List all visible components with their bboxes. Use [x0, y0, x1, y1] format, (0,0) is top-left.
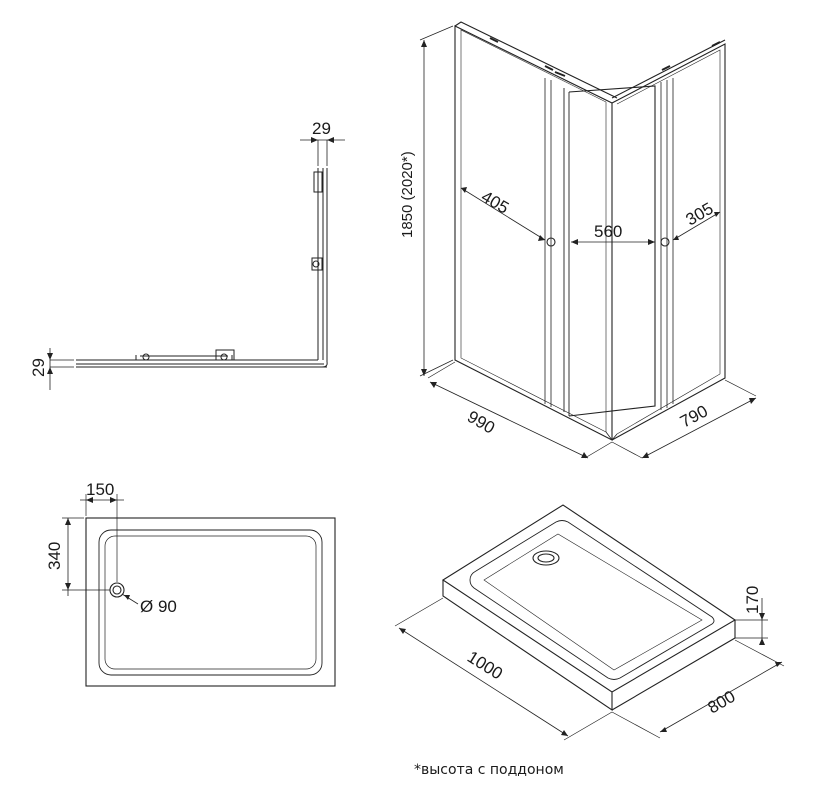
- tray-height-dim: 170: [743, 586, 762, 614]
- cabin-panel-left-dim: 405: [478, 187, 512, 218]
- cabin-door-dim: 560: [594, 222, 622, 241]
- tray-length-dim: 1000: [464, 647, 506, 683]
- profile-view: [47, 137, 345, 390]
- tray-top-view: [62, 494, 336, 687]
- profile-dim-left: 29: [29, 358, 48, 377]
- tray-offset-x-dim: 150: [86, 480, 114, 499]
- cabin-height-dim: 1850 (2020*): [399, 151, 416, 238]
- tray-offset-y-dim: 340: [45, 542, 64, 570]
- cabin-panel-right-dim: 305: [683, 199, 717, 230]
- cabin-width-dim: 990: [464, 407, 498, 438]
- cabin-depth-dim: 790: [677, 401, 711, 431]
- tray-drain-dim: Ø 90: [140, 597, 177, 616]
- tray-iso-view: [394, 504, 785, 741]
- tray-width-dim: 800: [705, 687, 739, 718]
- profile-dim-top: 29: [312, 119, 331, 138]
- cabin-view: [419, 21, 757, 459]
- footnote: *высота с поддоном: [414, 762, 564, 778]
